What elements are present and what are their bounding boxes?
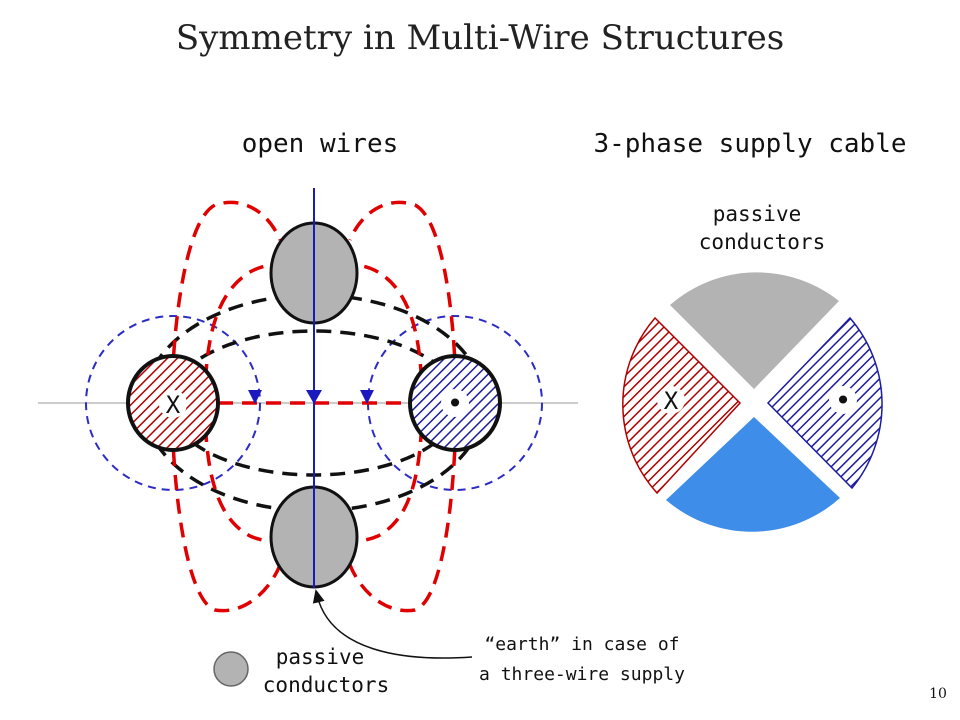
cable-current-out-marker-bg — [829, 386, 857, 414]
blue-triangle-center — [306, 390, 322, 404]
legend-label-line1: passive — [276, 645, 365, 669]
cable-label-line1: passive — [713, 202, 802, 226]
earth-arrow — [312, 589, 473, 659]
cable-current-into-page-symbol: X — [664, 387, 679, 415]
slide-title: Symmetry in Multi-Wire Structures — [175, 18, 785, 58]
red-field-line-outer-right-bottom — [348, 402, 458, 613]
blue-triangle-left — [248, 390, 262, 404]
cable-cross-section — [622, 272, 883, 532]
passive-conductor-legend-icon — [213, 651, 249, 687]
earth-note-line2: a three-wire supply — [479, 664, 685, 685]
red-field-line-outer-right-top — [348, 200, 458, 404]
cable-current-in-marker-bg — [657, 386, 685, 414]
cable-label-line2: conductors — [699, 230, 825, 254]
blue-field-circle-left — [85, 315, 261, 491]
cable-segment-passive — [670, 272, 839, 389]
current-into-page-symbol: X — [166, 391, 181, 419]
cable-segment-current-out — [766, 316, 883, 490]
legend-label-line2: conductors — [263, 673, 389, 697]
page-number: 10 — [929, 686, 947, 702]
current-in-marker-bg — [159, 390, 187, 418]
cable-current-out-of-page-symbol: • — [835, 384, 852, 417]
open-wires-heading: open wires — [242, 129, 399, 159]
blue-triangle-right — [360, 390, 374, 404]
red-field-line-outer-left-bottom — [170, 402, 282, 613]
current-out-marker-bg — [441, 389, 469, 417]
cable-heading: 3-phase supply cable — [593, 129, 906, 159]
current-out-of-page-symbol: • — [447, 387, 464, 420]
earth-note-line1: “earth” in case of — [484, 634, 679, 655]
red-field-line-outer-left-top — [170, 200, 282, 404]
cable-segment-earth — [666, 417, 840, 532]
